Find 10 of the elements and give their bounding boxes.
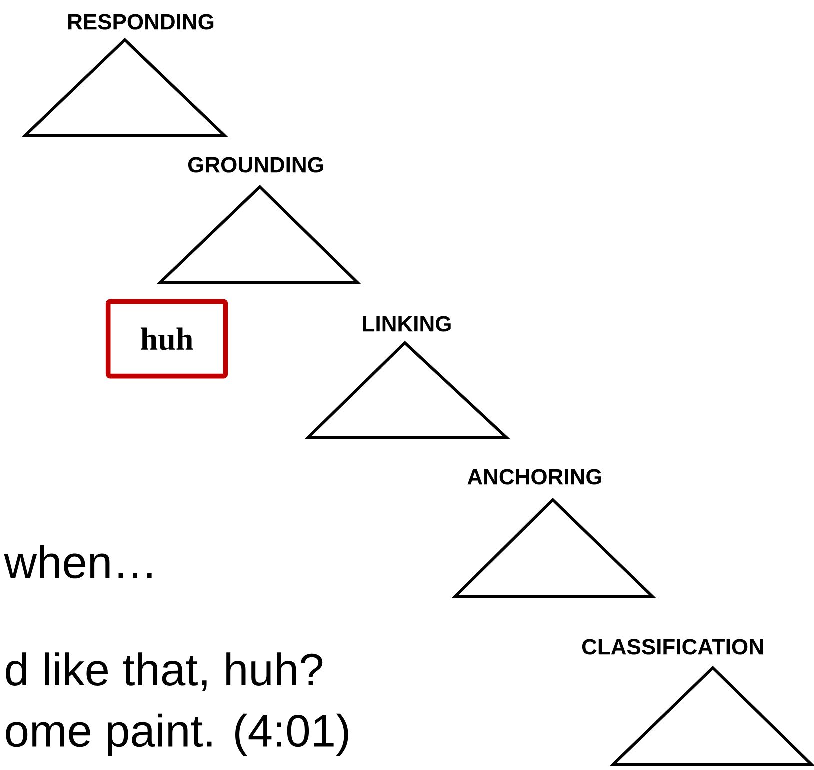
triangle-node: CLASSIFICATION: [582, 639, 814, 766]
node-label: RESPONDING: [68, 14, 214, 30]
node-label: LINKING: [363, 316, 451, 332]
utterance-text: d like that, huh?: [6, 652, 323, 692]
highlight-box: huh: [106, 299, 228, 379]
node-label: ANCHORING: [468, 469, 602, 485]
node-label: GROUNDING: [188, 157, 324, 173]
utterance-text: when…: [4, 545, 152, 579]
node-label: CLASSIFICATION: [582, 639, 763, 655]
utterance-text: ome paint. (4:01): [6, 714, 348, 756]
